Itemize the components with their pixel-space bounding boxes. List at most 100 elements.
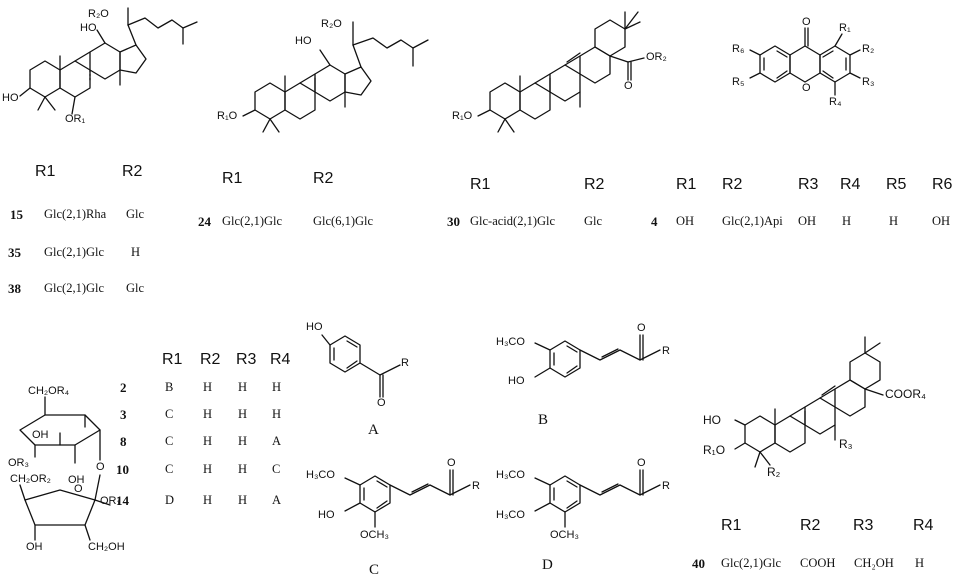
table-5-header-r2: R2 bbox=[200, 351, 221, 368]
table-cell: H bbox=[238, 434, 248, 448]
table-cell: CH₂OH bbox=[854, 556, 894, 570]
atom-label: H₃CO bbox=[496, 509, 525, 521]
atom-label: CH₂OR₄ bbox=[28, 385, 70, 397]
compound-number: 2 bbox=[120, 380, 127, 395]
table-cell: H bbox=[915, 556, 925, 570]
atom-label: R₂O bbox=[88, 8, 109, 20]
atom-label: R₃ bbox=[839, 437, 853, 451]
atom-label: HO bbox=[295, 35, 312, 47]
substituent-b: H₃CO HO O R bbox=[490, 305, 690, 415]
compound-number: 40 bbox=[692, 556, 705, 571]
table-6-header-r4: R4 bbox=[913, 517, 934, 534]
atom-label: R₄ bbox=[829, 96, 842, 108]
table-cell: D bbox=[165, 493, 175, 507]
atom-label: HO bbox=[318, 509, 335, 521]
structure-1: R₂O HO HO OR₁ bbox=[0, 0, 200, 140]
table-cell: A bbox=[272, 434, 282, 448]
table-cell: C bbox=[165, 434, 174, 448]
table-5-header-r3: R3 bbox=[236, 351, 257, 368]
table-1-header-r2: R2 bbox=[122, 163, 143, 180]
table-4-header-r4: R4 bbox=[840, 176, 861, 193]
table-cell: A bbox=[272, 493, 282, 507]
atom-label: R₅ bbox=[732, 76, 745, 88]
table-cell: H bbox=[272, 407, 282, 421]
atom-label: O bbox=[377, 397, 386, 409]
structure-5: CH₂OR₄ OH OR₃ OH O CH₂OR₂ OR₁ O OH CH₂OH bbox=[0, 375, 150, 575]
atom-label: OH bbox=[26, 541, 43, 553]
substituent-d: H₃CO H₃CO OCH₃ O R bbox=[490, 445, 690, 555]
table-cell: H bbox=[203, 380, 213, 394]
atom-label: R₁O bbox=[703, 443, 726, 457]
table-cell: Glc(2,1)Rha bbox=[44, 207, 107, 221]
table-cell: Glc(2,1)Glc bbox=[721, 556, 782, 570]
atom-label: OR₂ bbox=[646, 51, 667, 63]
atom-label: HO bbox=[703, 413, 721, 427]
compound-number: 14 bbox=[116, 493, 129, 508]
table-cell: H bbox=[238, 493, 248, 507]
compound-number: 8 bbox=[120, 434, 127, 449]
atom-label: OR₃ bbox=[8, 457, 29, 469]
atom-label: R bbox=[401, 357, 409, 369]
table-3-header-r1: R1 bbox=[470, 176, 491, 193]
atom-label: H₃CO bbox=[496, 469, 525, 481]
atom-label: CH₂OR₂ bbox=[10, 473, 51, 485]
atom-label: O bbox=[802, 82, 811, 94]
table-cell: H bbox=[131, 245, 141, 259]
table-cell: Glc(2,1)Api bbox=[722, 214, 783, 228]
table-cell: B bbox=[165, 380, 174, 394]
table-cell: H bbox=[889, 214, 899, 228]
structure-4: O O R₁ R₂ R₃ R₄ R₅ R₆ bbox=[730, 0, 930, 140]
caption-b: B bbox=[538, 412, 549, 428]
table-4-header-r3: R3 bbox=[798, 176, 819, 193]
table-6-header-r2: R2 bbox=[800, 517, 821, 534]
atom-label: R₂O bbox=[321, 18, 342, 30]
table-cell: H bbox=[203, 434, 213, 448]
atom-label: HO bbox=[80, 22, 97, 34]
compound-number: 24 bbox=[198, 214, 211, 229]
table-cell: Glc(2,1)Glc bbox=[44, 245, 105, 259]
atom-label: O bbox=[96, 461, 105, 473]
table-1-header-r1: R1 bbox=[35, 163, 56, 180]
caption-c: C bbox=[369, 562, 380, 578]
table-cell: H bbox=[203, 493, 213, 507]
table-4-header-r1: R1 bbox=[676, 176, 697, 193]
table-cell: Glc bbox=[126, 207, 145, 221]
substituent-c: H₃CO HO OCH₃ O R bbox=[300, 445, 500, 555]
atom-label: R₂ bbox=[862, 43, 875, 55]
compound-number: 38 bbox=[8, 281, 21, 296]
table-cell: C bbox=[272, 462, 281, 476]
table-cell: COOH bbox=[800, 556, 836, 570]
table-cell: H bbox=[238, 407, 248, 421]
atom-label: OCH₃ bbox=[550, 529, 579, 541]
table-cell: H bbox=[203, 462, 213, 476]
table-cell: OH bbox=[798, 214, 817, 228]
compound-number: 30 bbox=[447, 214, 460, 229]
atom-label: OH bbox=[68, 474, 85, 486]
table-2-header-r1: R1 bbox=[222, 170, 243, 187]
table-cell: Glc bbox=[584, 214, 603, 228]
table-cell: Glc(2,1)Glc bbox=[222, 214, 283, 228]
atom-label: OR₁ bbox=[100, 495, 121, 507]
table-cell: H bbox=[238, 380, 248, 394]
atom-label: O bbox=[802, 16, 811, 28]
table-cell: H bbox=[272, 380, 282, 394]
atom-label: HO bbox=[2, 92, 19, 104]
table-cell: OH bbox=[676, 214, 695, 228]
atom-label: R₁O bbox=[217, 110, 238, 122]
atom-label: R₂ bbox=[767, 465, 781, 479]
substituent-a: HO R O bbox=[300, 305, 440, 425]
atom-label: OCH₃ bbox=[360, 529, 389, 541]
structure-3: OR₂ O R₁O bbox=[450, 0, 680, 150]
atom-label: O bbox=[74, 483, 83, 495]
atom-label: OH bbox=[32, 429, 49, 441]
atom-label: R₃ bbox=[862, 76, 875, 88]
table-3-header-r2: R2 bbox=[584, 176, 605, 193]
table-cell: C bbox=[165, 407, 174, 421]
atom-label: R₁O bbox=[452, 110, 473, 122]
table-cell: H bbox=[203, 407, 213, 421]
structure-2: R₂O HO R₁O bbox=[215, 0, 445, 140]
table-cell: H bbox=[238, 462, 248, 476]
table-6-header-r3: R3 bbox=[853, 517, 874, 534]
atom-label: R bbox=[662, 345, 670, 357]
